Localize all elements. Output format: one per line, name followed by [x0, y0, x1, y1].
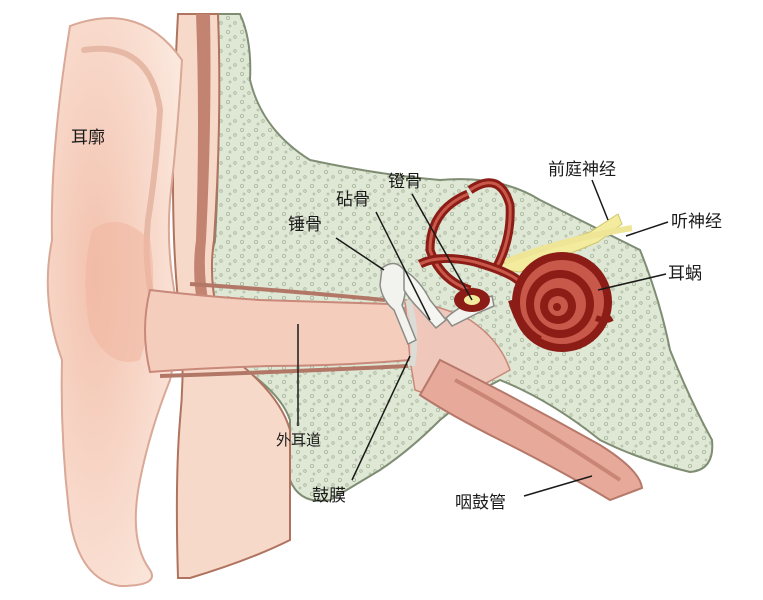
- label-eustachian-tube: 咽鼓管: [455, 493, 506, 513]
- ear-canal: [144, 288, 411, 374]
- ear-canal-upper-wall: [189, 282, 386, 302]
- eardrum-shape: [405, 299, 418, 367]
- eustachian-tube-inner: [454, 378, 622, 482]
- label-eardrum: 鼓膜: [312, 486, 346, 506]
- label-auricle: 耳廓: [71, 128, 105, 148]
- label-stapes: 镫骨: [388, 172, 422, 192]
- semicircular-canals: [417, 178, 524, 312]
- skin-dark-band: [194, 14, 225, 356]
- label-auditory-nerve: 听神经: [671, 212, 722, 232]
- incus-shape: [403, 268, 448, 330]
- cochlea-shape: [508, 252, 614, 352]
- label-malleus: 锤骨: [288, 215, 322, 235]
- leader-lines: [297, 179, 669, 497]
- eustachian-tube-shape: [418, 358, 644, 502]
- ear-canal-lower-wall: [159, 364, 409, 378]
- label-ear-canal: 外耳道: [276, 431, 322, 449]
- label-vestibular-nerve: 前庭神经: [548, 160, 616, 180]
- nerve-branch: [503, 225, 633, 265]
- auricle-concha: [85, 222, 154, 362]
- label-incus: 砧骨: [336, 190, 370, 210]
- label-cochlea: 耳蜗: [668, 264, 702, 284]
- malleus-shape: [379, 262, 417, 346]
